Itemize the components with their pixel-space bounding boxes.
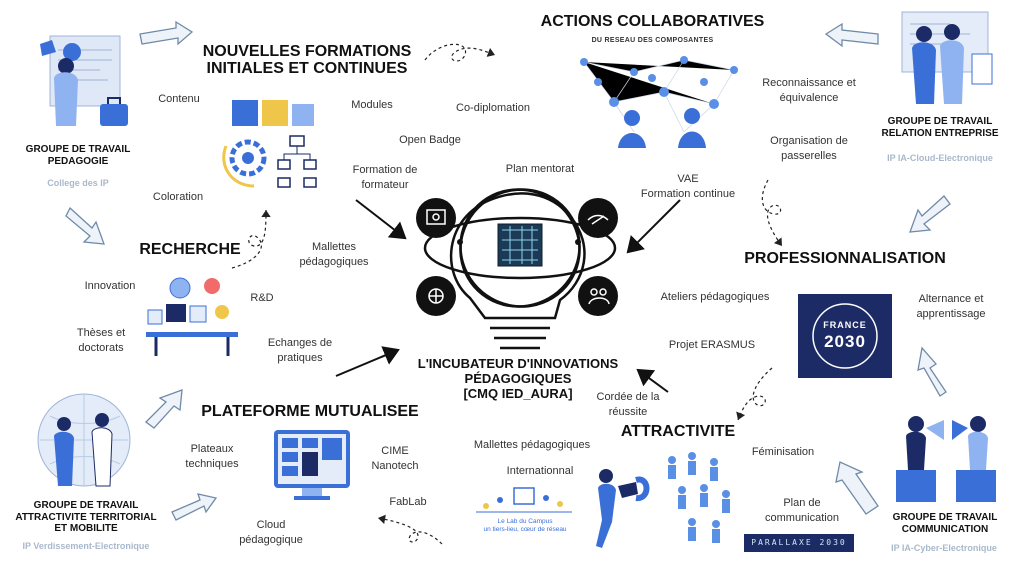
big-arrow-left-up	[145, 389, 183, 429]
big-arrow-top-left	[139, 20, 194, 46]
section-title-attractivite: ATTRACTIVITE	[620, 423, 736, 440]
group-entreprise-illustration	[880, 4, 1000, 112]
arrow-echanges-to-bulb	[335, 346, 400, 377]
globe-people-icon	[37, 393, 131, 487]
group-pedagogie-label: GROUPE DE TRAVAIL PEDAGOGIE	[25, 144, 131, 167]
section-title-formations: NOUVELLES FORMATIONS INITIALES ET CONTIN…	[202, 43, 412, 77]
label-open-badge: Open Badge	[399, 134, 461, 146]
teacher-board-icon	[40, 35, 128, 126]
dashed-arrow-formations-actions	[424, 43, 496, 62]
label-cloud: Cloud pédagogique	[239, 519, 303, 546]
france-2030-logo: FRANCE 2030	[798, 294, 892, 378]
label-mallettes: Mallettes pédagogiques	[299, 241, 369, 268]
group-pedagogie-sub: College des IP	[47, 178, 109, 188]
big-arrow-right-up	[917, 346, 947, 397]
label-plateaux: Plateaux techniques	[185, 443, 239, 470]
section-title-actions: ACTIONS COLLABORATIVES DU RESEAU DES COM…	[540, 13, 765, 44]
label-organisation: Organisation de passerelles	[770, 135, 848, 162]
big-arrow-top-right	[824, 22, 879, 48]
label-theses: Thèses et doctorats	[76, 327, 126, 354]
megaphone-people-icon	[896, 416, 996, 502]
label-innovation: Innovation	[84, 280, 136, 292]
group-communication-sub: IP IA-Cyber-Electronique	[891, 543, 997, 553]
big-arrow-right-down	[909, 195, 951, 233]
network-people-icon	[580, 56, 738, 148]
group-pedagogie-illustration	[20, 30, 136, 140]
arrow-cordee-to-bulb	[636, 368, 669, 393]
dashed-arrow-attractivite-plateforme	[377, 514, 443, 545]
label-projet-erasmus: Projet ERASMUS	[668, 339, 756, 351]
big-arrow-left-down	[65, 206, 105, 245]
business-meeting-icon	[901, 11, 993, 104]
label-rd: R&D	[250, 292, 274, 304]
label-ateliers: Ateliers pédagogiques	[660, 291, 770, 303]
puzzle-flow-icon	[222, 100, 317, 188]
arrow-vae-to-bulb	[626, 199, 681, 254]
lab-campus-logo: Le Lab du Campus un tiers-lieu, cœur de …	[472, 486, 578, 542]
label-alternance: Alternance et apprentissage	[916, 293, 986, 320]
label-codiplomation: Co-diplomation	[456, 102, 530, 114]
dashed-arrow-actions-pro	[761, 179, 783, 247]
parallaxe-logo: PARALLAXE 2030	[744, 534, 854, 552]
label-internationnal: Internationnal	[506, 465, 574, 477]
big-arrow-bottom-right	[835, 461, 879, 515]
label-vae: VAE Formation continue	[640, 173, 736, 200]
label-mallettes-attractivite: Mallettes pédagogiques	[473, 439, 591, 451]
label-fablab: FabLab	[389, 496, 427, 508]
group-territorial-illustration	[30, 386, 140, 496]
group-entreprise-label: GROUPE DE TRAVAIL RELATION ENTREPRISE	[881, 116, 999, 139]
label-modules: Modules	[351, 99, 393, 111]
dashed-arrow-pro-attractivite	[736, 367, 773, 421]
section-title-professionnalisation: PROFESSIONNALISATION	[744, 250, 946, 267]
label-feminisation: Féminisation	[751, 446, 815, 458]
big-arrow-bottom-left	[171, 493, 218, 521]
france-2030-emblem-icon	[812, 303, 878, 369]
group-communication-label: GROUPE DE TRAVAIL COMMUNICATION	[892, 512, 998, 535]
group-territorial-label: GROUPE DE TRAVAIL ATTRACTIVITE TERRITORI…	[15, 500, 157, 534]
label-reconnaissance: Reconnaissance et équivalence	[762, 77, 856, 104]
group-communication-illustration	[886, 400, 1006, 506]
group-entreprise-sub: IP IA-Cloud-Electronique	[887, 153, 993, 163]
arrow-formation-to-bulb	[355, 199, 407, 240]
magnet-attraction-icon	[596, 452, 730, 548]
label-plan-mentorat: Plan mentorat	[505, 163, 575, 175]
central-title: L'INCUBATEUR D'INNOVATIONS PÉDAGOGIQUES …	[417, 356, 619, 401]
section-title-recherche: RECHERCHE	[139, 241, 241, 258]
lightbulb-icon	[416, 188, 618, 350]
label-cordee: Cordée de la réussite	[596, 391, 660, 418]
lab-research-icon	[146, 277, 238, 356]
platform-monitor-icon	[274, 430, 350, 500]
label-formation-formateur: Formation de formateur	[352, 164, 418, 191]
label-plan-communication: Plan de communication	[765, 497, 839, 524]
label-coloration: Coloration	[152, 191, 204, 203]
label-contenu: Contenu	[158, 93, 200, 105]
label-cime: CIME Nanotech	[371, 445, 419, 472]
dashed-arrow-recherche-formations	[231, 209, 271, 269]
group-territorial-sub: IP Verdissement-Electronique	[22, 541, 150, 551]
label-echanges: Echanges de pratiques	[267, 337, 333, 364]
lab-campus-icon	[476, 487, 572, 513]
section-title-plateforme: PLATEFORME MUTUALISEE	[201, 403, 419, 420]
